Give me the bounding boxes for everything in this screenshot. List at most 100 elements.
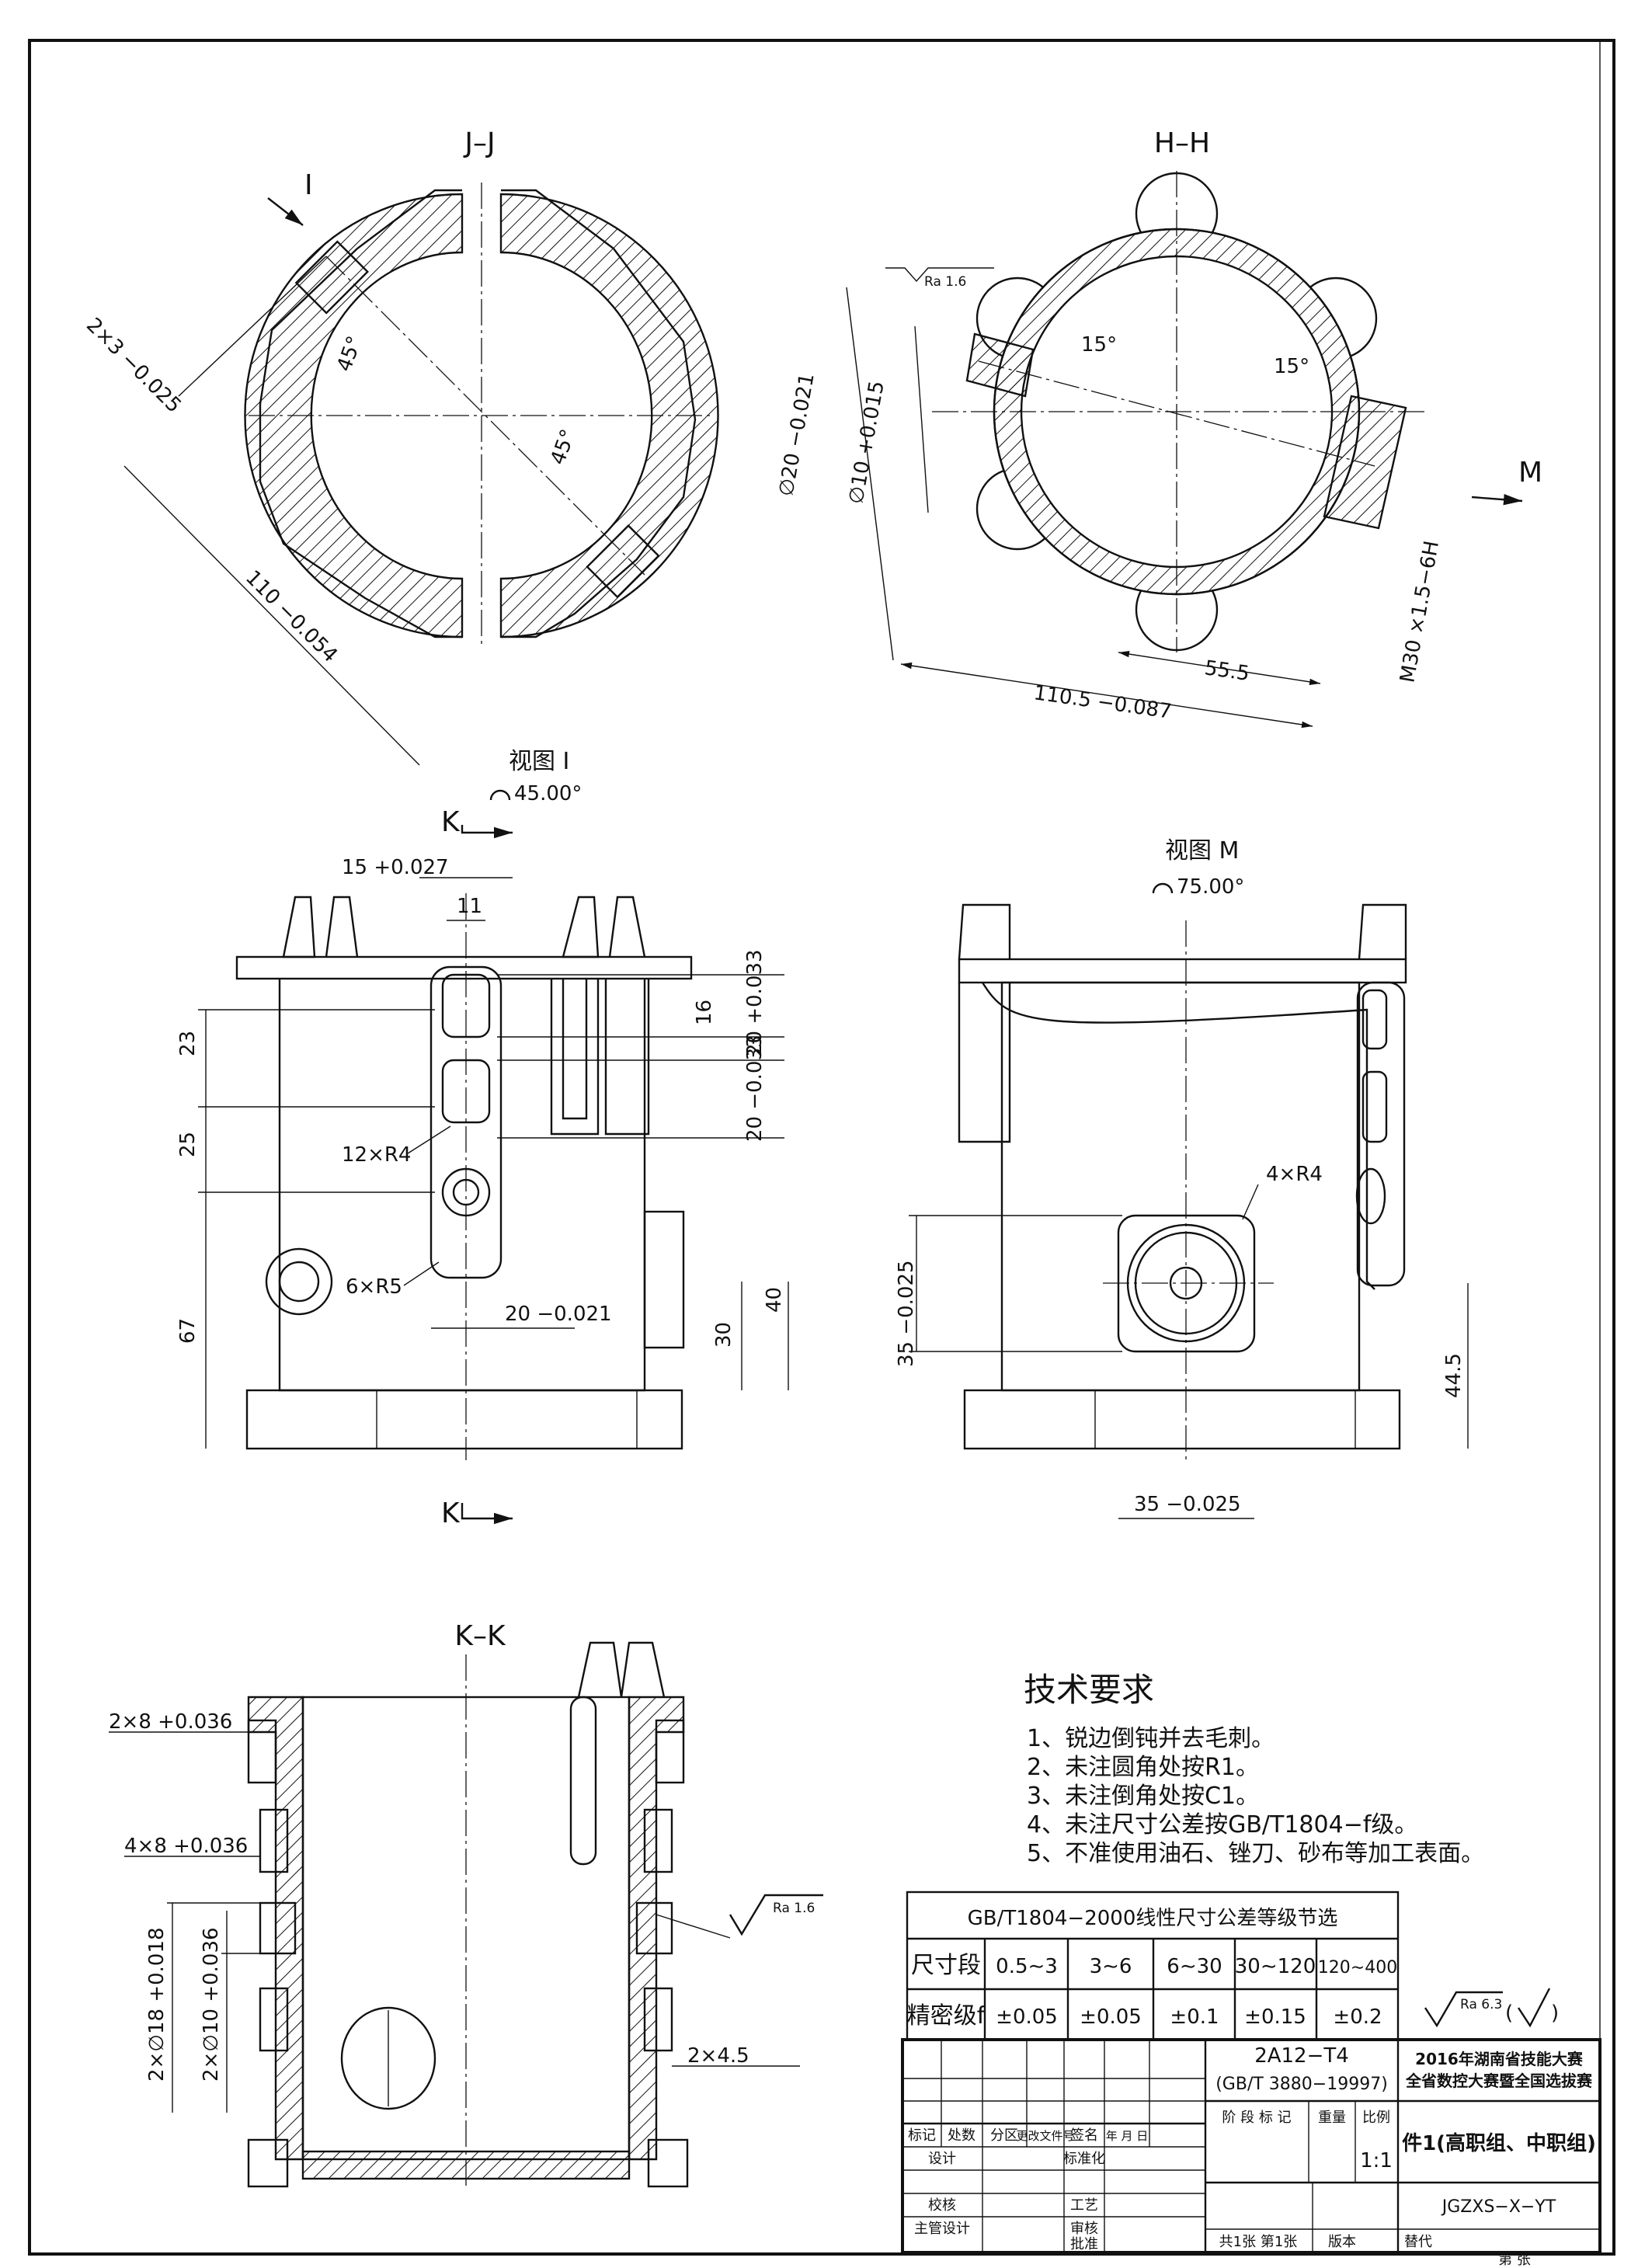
kk-dim-10: 2×∅10 +0.036 (200, 1927, 223, 2082)
front-base (245, 1389, 683, 1450)
tb-contest-line1: 2016年湖南省技能大赛 (1415, 2050, 1584, 2068)
tech-req-item-3: 3、未注倒角处按C1。 (1027, 1783, 1259, 1810)
side-dim-35v: 35 −0.025 (895, 1260, 918, 1367)
view-jj-arrow (267, 197, 304, 226)
side-dim-r4: 4×R4 (1266, 1163, 1323, 1186)
surface-note-symbol (1424, 1991, 1503, 2028)
tb-header-sign: 签名 (1070, 2127, 1098, 2144)
front-left-boss-inner (278, 1261, 320, 1303)
tech-req-item-4: 4、未注尺寸公差按GB/T1804−f级。 (1027, 1811, 1417, 1838)
tb-weight: 重量 (1318, 2110, 1346, 2126)
side-slot-hole (1355, 1167, 1386, 1225)
section-k-marker-bottom: K (441, 1498, 461, 1529)
hh-ra-symbol (885, 267, 994, 283)
front-dim-20b: 20 −0.033 (743, 1035, 767, 1142)
surface-note-paren-open: ( (1505, 2002, 1513, 2025)
tb-row-design: 设计 (928, 2151, 956, 2167)
hh-wall (993, 228, 1361, 596)
kk-slot-left-4 (259, 1987, 289, 2052)
side-dim-35h: 35 −0.025 (1134, 1493, 1241, 1516)
side-slot-middle (1361, 1070, 1388, 1143)
view-m-rotate-icon (1152, 882, 1174, 894)
title-block: 标记 处数 分区 更改文件号 签名 年 月 日 设计 校核 主管设计 标准化 工… (901, 2038, 1601, 2268)
side-left-rail (958, 983, 1011, 1143)
side-base (963, 1389, 1401, 1450)
hh-center-diagonal (978, 360, 1375, 467)
front-dim-40: 40 (763, 1287, 786, 1313)
tb-contest-line2: 全省数控大赛暨全国选拔赛 (1405, 2071, 1593, 2090)
view-jj-arrow-label: I (304, 169, 313, 201)
hh-dim-1105: 110.5 −0.087 (1032, 681, 1173, 724)
view-side: 视图 M 75.00° 4×R4 35 −0.025 35 −0.025 44.… (895, 837, 1469, 1519)
jj-dim-slot: 2×3 −0.025 (82, 314, 186, 418)
jj-right-outline (501, 189, 697, 638)
tol-value-4: ±0.15 (1244, 2005, 1306, 2029)
hh-dim-dia10: ∅10 +0.015 (844, 379, 889, 506)
kk-foot-left (247, 2138, 289, 2188)
tb-header-count: 处数 (948, 2127, 975, 2144)
front-dim-20a: 20 +0.033 (743, 949, 767, 1056)
view-jj: J–J I 2×3 −0.025 45° 45° 110 −0.054 (82, 127, 719, 766)
tol-range-4: 30∼120 (1235, 1955, 1316, 1978)
tol-value-3: ±0.1 (1170, 2005, 1219, 2029)
surface-note-paren-close: ) (1551, 2002, 1559, 2025)
tb-row-review: 审核 (1070, 2221, 1098, 2237)
hh-arrow-m-label: M (1518, 457, 1542, 489)
view-i-rotate-icon (489, 789, 511, 801)
front-dim-16: 16 (693, 1000, 716, 1025)
view-i-title: 视图 I (509, 748, 569, 775)
tb-material: 2A12−T4 (1254, 2044, 1349, 2068)
tb-header-zone: 分区 (990, 2127, 1018, 2144)
side-prong-left (958, 903, 1011, 960)
front-top-flange (235, 955, 693, 980)
kk-ra-symbol (729, 1894, 823, 1936)
tol-range-5: 120∼400 (1318, 1958, 1397, 1978)
jj-dim-angle-upper: 45° (332, 333, 367, 375)
tolerance-table: GB/T1804−2000线性尺寸公差等级节选 尺寸段 精密级f 0.5∼3 3… (906, 1891, 1400, 2041)
front-side-boss (643, 1210, 685, 1349)
front-dim-11: 11 (457, 895, 482, 918)
tb-sheet-info: 共1张 第1张 (1219, 2234, 1298, 2250)
view-m-title: 视图 M (1165, 837, 1239, 864)
tol-range-3: 6∼30 (1167, 1955, 1222, 1978)
hh-dim-1105-line (900, 662, 1313, 729)
tb-row-std: 标准化 (1063, 2151, 1105, 2167)
view-kk-label: K–K (454, 1620, 506, 1652)
front-dim-67: 67 (176, 1318, 200, 1344)
section-k-arrow-top (461, 825, 513, 839)
kk-prong-left (577, 1641, 623, 1698)
tb-replace: 替代 (1404, 2234, 1432, 2250)
front-dim-r4: 12×R4 (342, 1143, 411, 1167)
jj-right-wall (499, 193, 719, 638)
side-slot-column (1356, 981, 1406, 1287)
section-k-marker-top: K (441, 806, 461, 838)
kk-ra-leader (656, 1914, 731, 1939)
tb-header-mark: 标记 (908, 2127, 936, 2144)
tb-row-chief: 主管设计 (914, 2221, 970, 2237)
tb-standard: (GB/T 3880−19997) (1215, 2075, 1388, 2094)
tech-req-item-5: 5、不准使用油石、锉刀、砂布等加工表面。 (1027, 1840, 1484, 1867)
side-slot-upper (1361, 989, 1388, 1050)
tb-version: 版本 (1328, 2234, 1356, 2250)
tb-row-check: 校核 (928, 2197, 956, 2214)
front-u-channel-right (604, 979, 650, 1136)
hh-dim-angle-left: 15° (1081, 333, 1117, 357)
jj-left-outline (259, 189, 462, 638)
front-dim-r5: 6×R5 (346, 1275, 402, 1299)
tol-value-1: ±0.05 (996, 2005, 1058, 2029)
tb-stage-mark: 阶 段 标 记 (1222, 2110, 1291, 2126)
tb-part-name: 件1(高职组、中职组) (1402, 2131, 1596, 2155)
front-prongs-right (562, 896, 646, 958)
surface-note: Ra 6.3 ( ) (1424, 1988, 1559, 2028)
hh-right-port (1323, 395, 1407, 530)
jj-dim-width-line (123, 465, 420, 766)
tech-requirements: 技术要求 1、锐边倒钝并去毛刺。 2、未注圆角处按R1。 3、未注倒角处按C1。… (1024, 1671, 1484, 1867)
kk-dim-18: 2×∅18 +0.018 (145, 1927, 169, 2082)
kk-inner-channel (569, 1696, 597, 1866)
hh-dim-dia20: ∅20 −0.021 (774, 371, 819, 498)
kk-slot-right-2 (643, 1808, 673, 1873)
surface-note-ra: Ra 6.3 (1460, 1997, 1502, 2012)
kk-dim-chamfer: 2×4.5 (687, 2044, 749, 2068)
jj-key-upper (294, 240, 369, 315)
front-leader-r4 (407, 1125, 451, 1154)
